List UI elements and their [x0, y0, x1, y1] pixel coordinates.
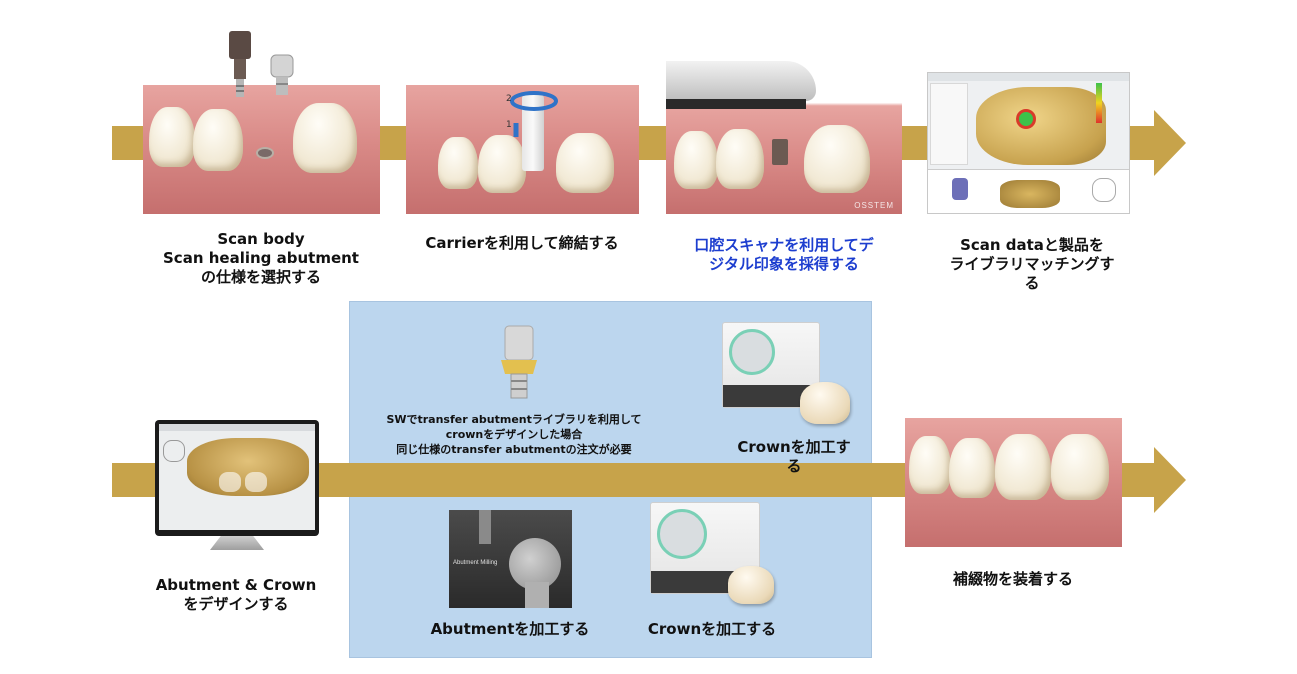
sw-model [976, 87, 1106, 165]
implant-hole [256, 147, 274, 159]
sw-thumbnails [928, 169, 1129, 213]
scan-body [772, 139, 788, 165]
sw-matched-part [1016, 109, 1036, 129]
crown-mill-top-label: Crownを加工す る [737, 438, 851, 475]
crown-top [800, 382, 850, 424]
design-label: Abutment & Crown をデザインする [155, 576, 317, 613]
scan-body-photo [143, 85, 380, 214]
step1-label: Scan body Scan healing abutment の仕様を選択する [163, 230, 359, 286]
intraoral-scan-photo: OSSTEM [666, 55, 902, 214]
step2-label: Carrierを利用して締結する [425, 234, 619, 252]
osstem-brand: OSSTEM [854, 201, 894, 210]
sw-color-scale [1096, 83, 1102, 123]
sw-side-panel [930, 83, 968, 165]
carrier-photo: 2 1 [406, 85, 639, 214]
abutment-mill-label: Abutmentを加工する [430, 620, 590, 638]
sw-toolbar [928, 73, 1129, 81]
final-label: 補綴物を装着する [952, 570, 1073, 588]
abutment-scan-body-icon [229, 31, 294, 97]
svg-text:2: 2 [506, 94, 512, 104]
design-screen [159, 424, 315, 530]
abutment-milling-photo: Abutment Milling [449, 510, 572, 608]
svg-text:1: 1 [506, 120, 512, 130]
flow-arrow-bottom-overlay [349, 463, 872, 497]
carrier-rotate-icon: 2 1 [506, 91, 558, 137]
milling-caption: Abutment Milling [453, 560, 498, 566]
intraoral-scanner-icon [666, 61, 816, 101]
crown-mill-bottom-label: Crownを加工する [647, 620, 777, 638]
transfer-abutment-note: SWでtransfer abutmentライブラリを利用して crownをデザイ… [386, 413, 642, 456]
final-restoration-photo [905, 418, 1122, 547]
step4-label: Scan dataと製品を ライブラリマッチングす る [949, 236, 1115, 292]
transfer-abutment-icon [501, 325, 537, 399]
scanner-tip [666, 99, 806, 109]
step3-label: 口腔スキャナを利用してデ ジタル印象を採得する [694, 236, 874, 273]
monitor-stand [210, 536, 264, 550]
carrier-tool [522, 95, 544, 171]
library-matching-software-icon [927, 72, 1130, 214]
design-monitor [155, 420, 319, 536]
crown-bottom [728, 566, 774, 604]
